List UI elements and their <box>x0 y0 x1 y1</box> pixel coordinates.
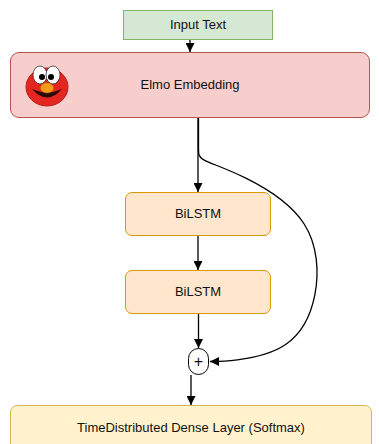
elmo-icon <box>23 62 71 108</box>
output-box: TimeDistributed Dense Layer (Softmax) <box>10 405 372 444</box>
flow-arrow <box>189 40 190 52</box>
node-label: Elmo Embedding <box>141 77 240 93</box>
flow-arrow <box>197 236 198 270</box>
node-label: Input Text <box>170 17 226 33</box>
flow-arrow <box>190 375 191 405</box>
process-box: BiLSTM <box>125 192 271 236</box>
flow-arrow <box>198 314 199 348</box>
sum-circle: + <box>188 348 209 375</box>
node-label: BiLSTM <box>175 284 221 300</box>
node-label: BiLSTM <box>175 206 221 222</box>
input-box: Input Text <box>123 10 273 40</box>
process-box: BiLSTM <box>125 270 271 314</box>
skip-connection <box>199 118 318 362</box>
embedding-band: Elmo Embedding <box>10 52 370 118</box>
node-label: TimeDistributed Dense Layer (Softmax) <box>77 420 305 436</box>
node-label: + <box>194 352 203 371</box>
